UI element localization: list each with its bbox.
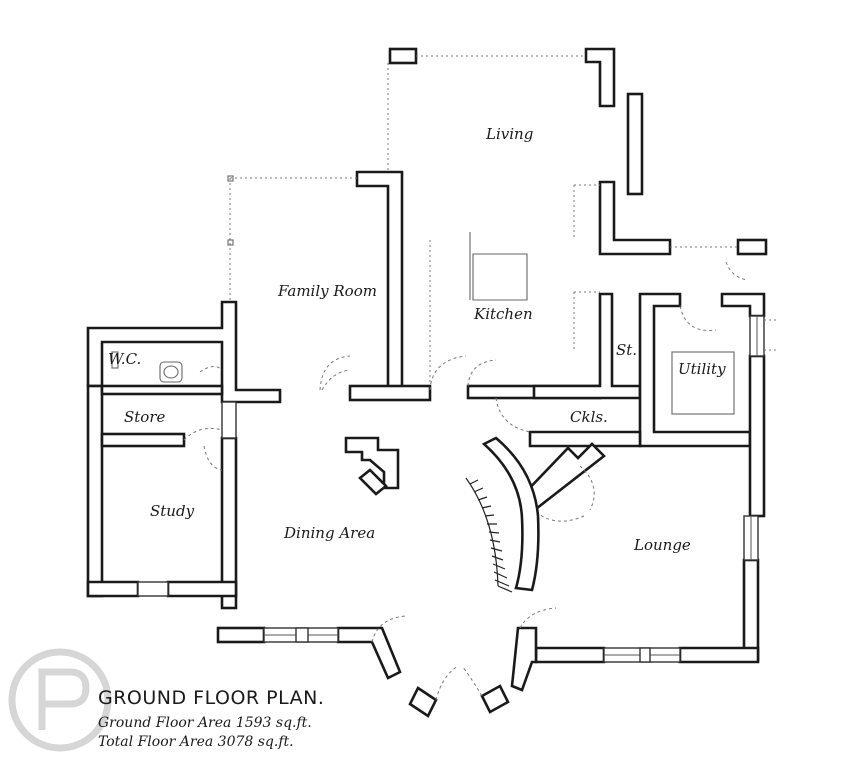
- living-label: Living: [485, 125, 533, 143]
- watermark-logo: [8, 648, 112, 752]
- ground-floor-area: Ground Floor Area 1593 sq.ft.: [98, 715, 312, 731]
- st-label: St.: [616, 341, 637, 359]
- dining-area-label: Dining Area: [283, 524, 375, 542]
- study-label: Study: [150, 502, 195, 520]
- store-label: Store: [124, 408, 166, 426]
- wc-label: W.C.: [108, 350, 141, 368]
- windows: [137, 315, 765, 663]
- plan-title: GROUND FLOOR PLAN.: [98, 687, 324, 709]
- ckls-label: Ckls.: [570, 408, 608, 426]
- kitchen-label: Kitchen: [473, 305, 533, 323]
- room-labels: Living Family Room Kitchen W.C. Store St…: [108, 125, 726, 554]
- family-room-label: Family Room: [277, 282, 377, 300]
- fixtures: [111, 291, 776, 415]
- title-block: GROUND FLOOR PLAN. Ground Floor Area 159…: [98, 687, 324, 750]
- utility-label: Utility: [678, 360, 726, 378]
- lounge-label: Lounge: [633, 536, 691, 554]
- main-walls: [86, 292, 766, 718]
- upper-extension-walls: [355, 47, 768, 392]
- total-floor-area: Total Floor Area 3078 sq.ft.: [98, 734, 294, 750]
- door-swings: [183, 261, 749, 701]
- staircase: [465, 436, 540, 593]
- upper-extension-outline: [227, 55, 738, 390]
